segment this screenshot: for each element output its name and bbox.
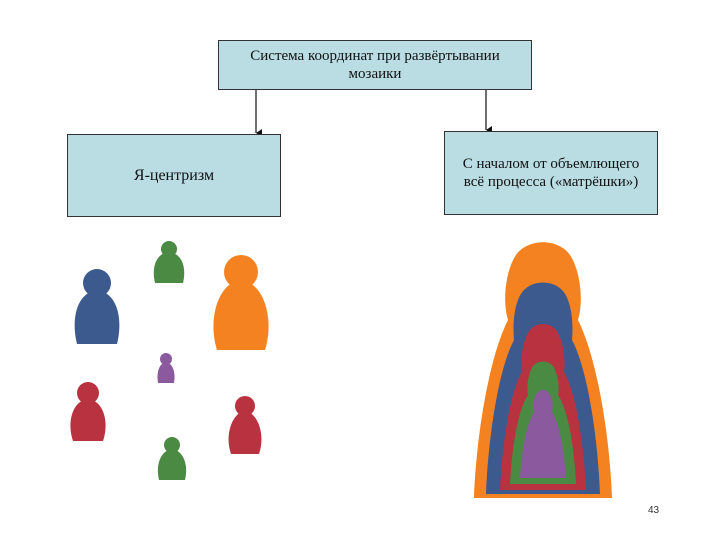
root-box-label: Система координат при развёртывании моза…	[250, 48, 500, 82]
left-box-label: Я-центризм	[133, 166, 215, 184]
doll-purple-icon	[157, 353, 175, 383]
doll-green-bottom-icon	[157, 437, 187, 480]
doll-red-right-icon	[228, 396, 262, 454]
root-box: Система координат при развёртывании моза…	[218, 40, 532, 90]
scattered-dolls	[70, 241, 269, 480]
left-box-ego-centrism: Я-центризм	[67, 134, 281, 217]
nested-doll-purple-icon	[520, 389, 566, 478]
right-box-matryoshka: С началом от объемлющего всё процесса («…	[444, 131, 658, 215]
doll-red-left-icon	[70, 382, 106, 441]
doll-blue-icon	[74, 269, 120, 344]
right-box-label: С началом от объемлющего всё процесса («…	[462, 156, 640, 190]
nested-dolls	[474, 242, 612, 498]
slide-number: 43	[648, 505, 660, 516]
doll-orange-icon	[213, 255, 269, 350]
doll-green-small-icon	[153, 241, 185, 283]
